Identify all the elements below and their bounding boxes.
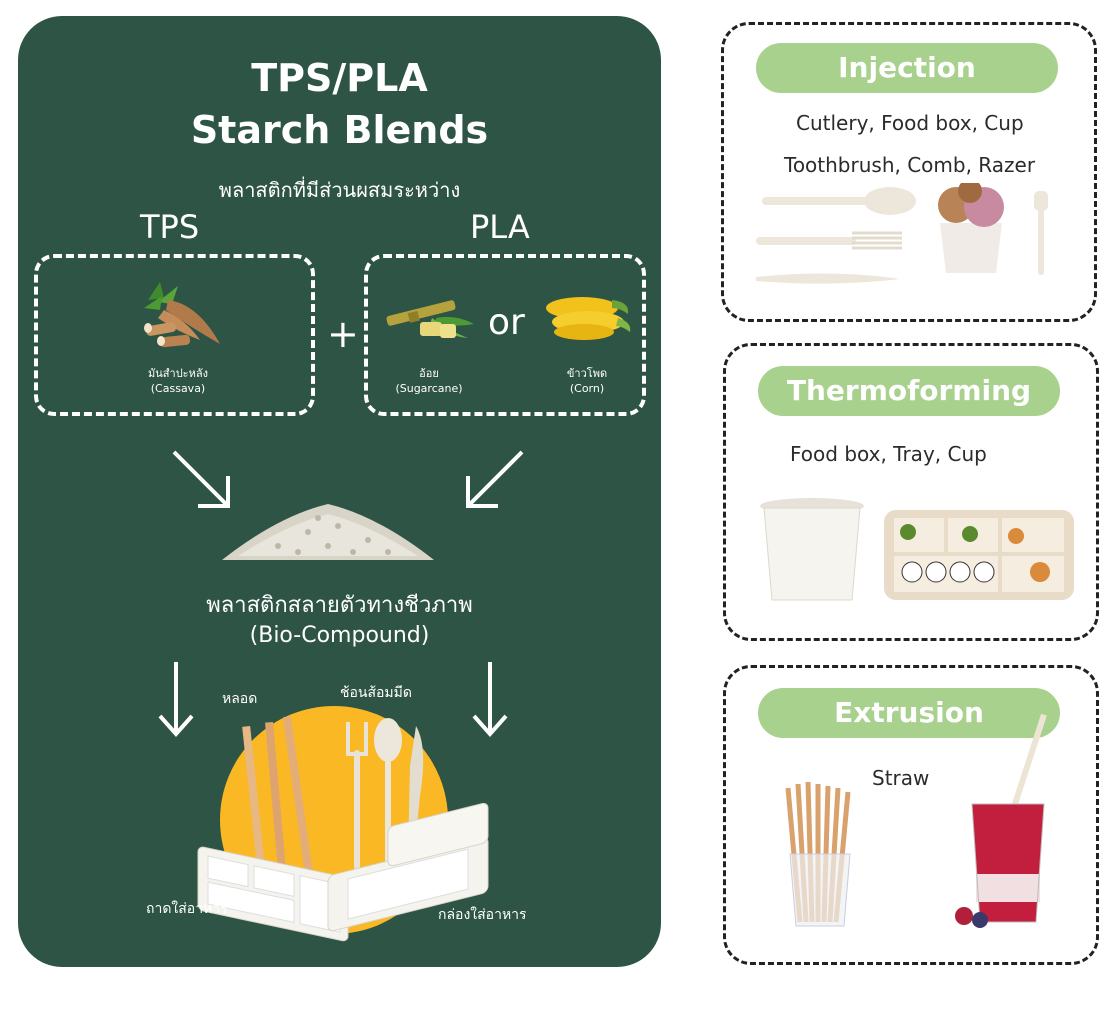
cassava-icon (144, 282, 220, 348)
label-food-box: กล่องใส่อาหาร (438, 907, 527, 923)
injection-products-line2: Toothbrush, Comb, Razer (784, 153, 1036, 177)
thermoforming-card: Thermoforming Food box, Tray, Cup (723, 343, 1099, 641)
sugarcane-label-th: อ้อย (419, 367, 439, 380)
injection-title: Injection (756, 43, 1058, 93)
subtitle-thai: พลาสติกที่มีส่วนผสมระหว่าง (218, 178, 461, 202)
arrow-down-right-side-icon (472, 662, 508, 738)
injection-products-image (756, 183, 1048, 284)
extrusion-title: Extrusion (758, 688, 1060, 738)
thermoforming-products: Food box, Tray, Cup (790, 442, 987, 466)
corn-label-th: ข้าวโพด (566, 367, 608, 380)
bio-compound-thai: พลาสติกสลายตัวทางชีวภาพ (206, 593, 473, 618)
cassava-label-en: (Cassava) (150, 382, 206, 395)
thermoforming-products-image (760, 498, 1074, 601)
extrusion-products: Straw (872, 766, 930, 790)
plus-sign: + (327, 312, 359, 356)
arrow-down-right-icon (172, 450, 230, 508)
extrusion-products-image (785, 713, 1047, 928)
extrusion-card: Extrusion Straw (723, 665, 1099, 965)
title-line1: TPS/PLA (251, 56, 428, 100)
injection-products-line1: Cutlery, Food box, Cup (796, 111, 1024, 135)
label-straw: หลอด (222, 691, 258, 707)
pla-heading: PLA (470, 208, 530, 246)
or-text: or (488, 302, 525, 343)
sugarcane-icon (386, 300, 474, 338)
label-cutlery: ช้อนส้อมมีด (340, 685, 412, 701)
sugarcane-label-en: (Sugarcane) (395, 382, 463, 395)
pla-source-box: or อ้อย (Sugarcane) ข้าวโพด (Corn) (364, 254, 646, 416)
thermoforming-title: Thermoforming (758, 366, 1060, 416)
corn-label-en: (Corn) (569, 382, 605, 395)
arrow-down-left-icon (466, 450, 524, 508)
bio-compound-english: (Bio-Compound) (249, 623, 430, 648)
label-food-tray: ถาดใส่อาหาร (146, 901, 228, 917)
arrow-down-left-side-icon (158, 662, 194, 738)
cassava-label-th: มันสำปะหลัง (148, 367, 208, 380)
tps-heading: TPS (140, 208, 200, 246)
title-line2: Starch Blends (190, 108, 489, 152)
corn-icon (546, 297, 631, 340)
tps-source-box: มันสำปะหลัง (Cassava) (34, 254, 315, 416)
starch-blend-panel: TPS/PLA Starch Blends พลาสติกที่มีส่วนผส… (18, 16, 661, 967)
bio-pellets-icon (222, 504, 434, 560)
injection-card: Injection Cutlery, Food box, Cup Toothbr… (721, 22, 1097, 322)
bioplastic-products-illustration (197, 706, 489, 942)
